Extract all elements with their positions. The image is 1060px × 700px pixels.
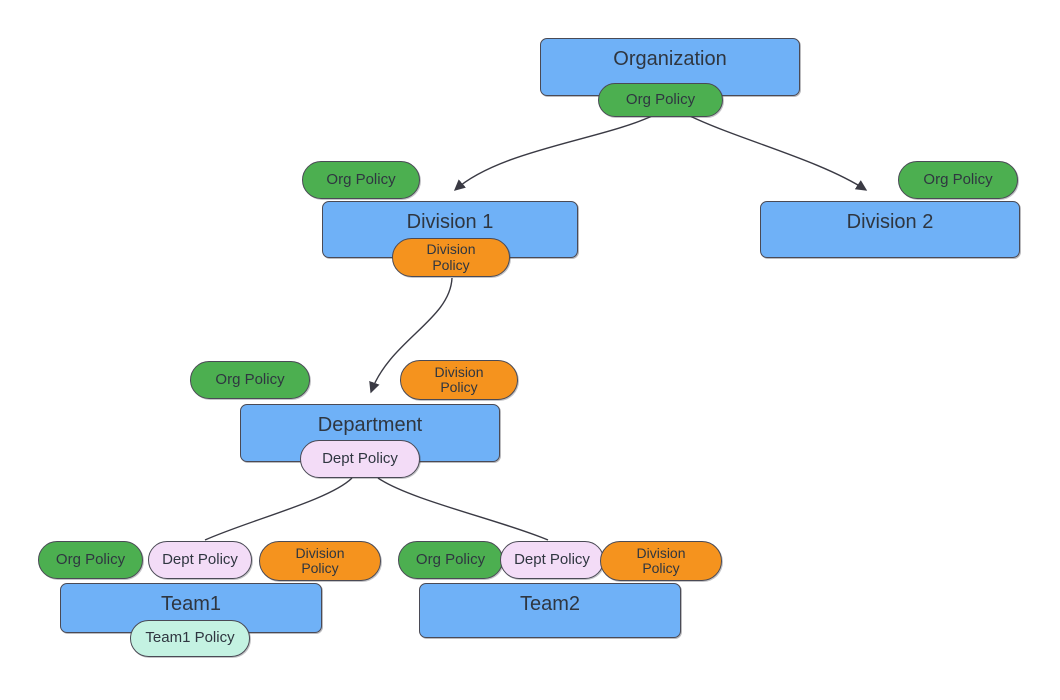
policy-badge-label: Division Policy [295, 544, 345, 576]
policy-badge-label: Org Policy [923, 170, 993, 188]
edge-department-to-team2 [377, 477, 549, 541]
edge-org-to-division2 [689, 115, 868, 191]
node-division2[interactable]: Division 2 [760, 201, 1020, 258]
policy-badge-label: Division Policy [426, 241, 476, 273]
node-label: Team1 [160, 593, 222, 615]
policy-badge-division-policy-department[interactable]: Division Policy [400, 360, 518, 400]
node-label: Division 2 [846, 211, 934, 233]
policy-badge-org-policy-team2[interactable]: Org Policy [398, 541, 503, 579]
policy-badge-org-policy-division1[interactable]: Org Policy [302, 161, 420, 199]
edge-org-to-division1 [453, 115, 653, 191]
policy-badge-org-policy-department[interactable]: Org Policy [190, 361, 310, 399]
policy-badge-label: Org Policy [55, 550, 126, 568]
node-team2[interactable]: Team2 [419, 583, 681, 638]
node-label: Team2 [519, 593, 581, 615]
node-label: Department [317, 414, 423, 436]
policy-badge-label: Dept Policy [162, 550, 238, 568]
node-label: Division 1 [406, 211, 494, 233]
policy-badge-label: Dept Policy [514, 550, 590, 568]
policy-badge-org-policy-organization[interactable]: Org Policy [598, 83, 723, 117]
policy-badge-label: Dept Policy [322, 449, 398, 467]
policy-badge-label: Division Policy [636, 544, 686, 576]
policy-badge-division-policy-team2[interactable]: Division Policy [600, 541, 722, 581]
edge-department-to-team1 [204, 477, 353, 541]
policy-badge-label: Org Policy [415, 550, 486, 568]
policy-badge-team1-policy-team1[interactable]: Team1 Policy [130, 620, 250, 657]
policy-badge-label: Org Policy [215, 370, 285, 388]
policy-badge-org-policy-division2[interactable]: Org Policy [898, 161, 1018, 199]
policy-badge-label: Org Policy [326, 170, 396, 188]
policy-badge-dept-policy-department[interactable]: Dept Policy [300, 440, 420, 478]
policy-badge-org-policy-team1[interactable]: Org Policy [38, 541, 143, 579]
policy-badge-division-policy-team1[interactable]: Division Policy [259, 541, 381, 581]
policy-badge-dept-policy-team1[interactable]: Dept Policy [148, 541, 252, 579]
policy-badge-dept-policy-team2[interactable]: Dept Policy [500, 541, 604, 579]
policy-badge-label: Org Policy [625, 90, 696, 108]
policy-badge-division-policy-division1[interactable]: Division Policy [392, 238, 510, 277]
policy-badge-label: Division Policy [434, 363, 484, 395]
node-label: Organization [613, 48, 727, 70]
policy-badge-label: Team1 Policy [145, 629, 235, 647]
